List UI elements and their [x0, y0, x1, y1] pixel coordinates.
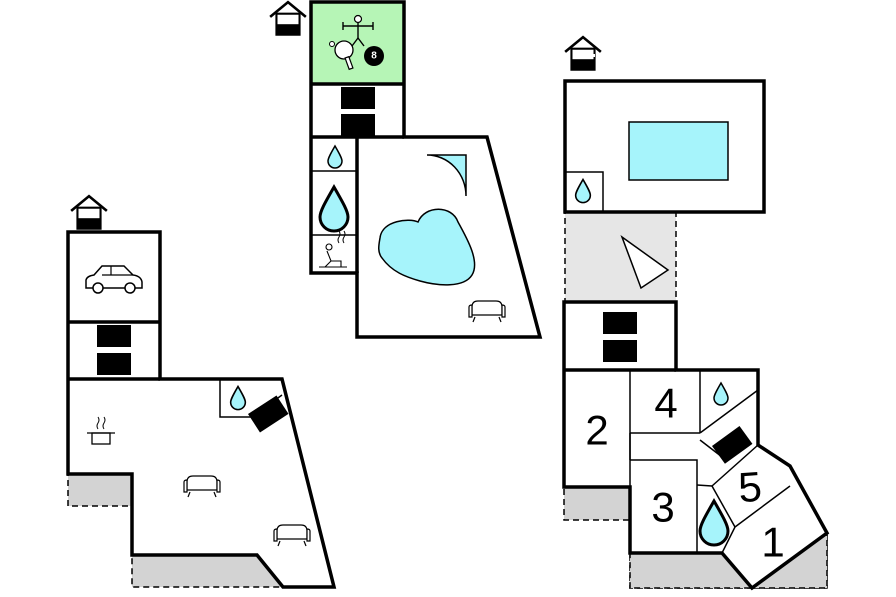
left-building-outline	[66, 230, 337, 589]
water-drop-icon	[574, 178, 592, 204]
sofa-icon	[273, 524, 311, 547]
room-number-5: 5	[737, 463, 764, 512]
slide-icon	[426, 154, 467, 197]
slide-icon	[620, 234, 670, 290]
middle-building-outline	[309, 0, 543, 339]
left-building	[66, 194, 337, 589]
middle-building: 8	[268, 0, 543, 339]
terrace-right-top	[564, 211, 677, 303]
game-room	[311, 2, 404, 84]
room-number-4: 4	[654, 380, 677, 427]
right-top-building	[563, 79, 766, 214]
sofa-icon	[183, 475, 221, 498]
cooking-pot-icon	[87, 416, 115, 445]
stairs-icon	[603, 340, 637, 362]
room-number-3: 3	[651, 484, 674, 531]
terrace-right-small	[563, 486, 631, 521]
terrace-left-small	[67, 473, 133, 507]
stairs-icon	[603, 312, 637, 334]
fitness-icon	[342, 14, 374, 47]
stairs-icon	[341, 114, 375, 136]
water-drop-icon	[713, 382, 729, 406]
stairs-icon	[712, 426, 753, 464]
house-icon	[563, 35, 603, 72]
stairs-icon	[97, 325, 131, 347]
right-building: 2 4 3 5 1	[562, 35, 830, 591]
water-drop-icon	[229, 385, 247, 411]
pool-icon	[378, 208, 476, 286]
water-drop-icon	[327, 145, 343, 169]
water-drop-icon	[318, 185, 350, 233]
car-icon	[85, 265, 143, 294]
stairs-icon	[248, 395, 289, 433]
house-icon	[69, 194, 109, 231]
billiard-ball-icon: 8	[364, 46, 384, 66]
sauna-icon	[319, 230, 347, 268]
table-tennis-icon	[329, 40, 354, 71]
stairs-icon	[341, 87, 375, 109]
room-number-2: 2	[585, 407, 608, 454]
sofa-icon	[468, 300, 506, 323]
pool-icon	[628, 121, 729, 181]
house-icon	[268, 0, 308, 37]
billiard-ball-number: 8	[371, 51, 377, 62]
room-number-1: 1	[761, 519, 784, 566]
stairs-icon	[97, 353, 131, 375]
